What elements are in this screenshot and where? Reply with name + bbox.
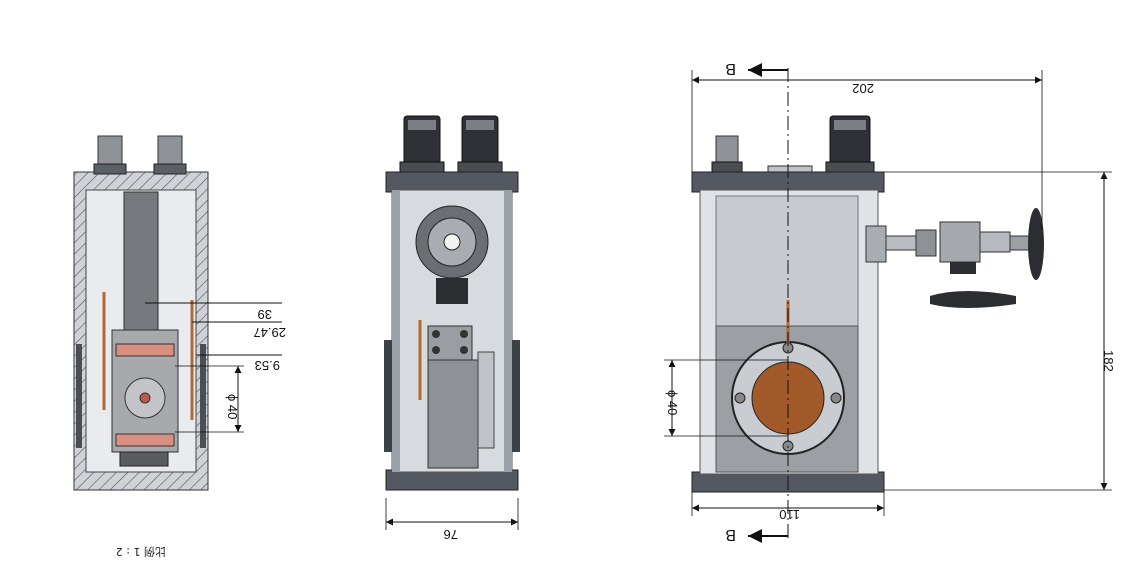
section-label-top: B — [725, 60, 736, 77]
dim-39: 39 — [258, 307, 272, 322]
top-fitting-small — [711, 135, 743, 175]
right-view: B B 202 182 110 ϕ 40 — [664, 60, 1116, 543]
valve-handwheel — [415, 205, 489, 304]
top-fitting-right — [153, 135, 187, 175]
cable-gland-right — [457, 115, 503, 173]
section-label-bottom: B — [725, 526, 736, 543]
top-fitting-left — [93, 135, 127, 175]
left-section-view: 39 29.47 9.53 ϕ 40 比例 1 : 2 — [73, 135, 286, 559]
dim-29-47: 29.47 — [253, 325, 286, 340]
dim-110: 110 — [779, 507, 800, 522]
dim-phi-40-left: ϕ 40 — [225, 394, 240, 419]
dim-182: 182 — [1101, 350, 1116, 372]
middle-view: 76 — [384, 115, 520, 542]
dim-76: 76 — [444, 527, 458, 542]
side-valve — [865, 208, 1044, 308]
dim-202: 202 — [852, 81, 874, 96]
cable-gland-left — [399, 115, 445, 173]
dim-9-53: 9.53 — [255, 358, 280, 373]
scale-label: 比例 1 : 2 — [116, 545, 166, 559]
dim-phi-40-right: ϕ 40 — [665, 390, 680, 415]
cable-gland-top — [825, 115, 875, 173]
